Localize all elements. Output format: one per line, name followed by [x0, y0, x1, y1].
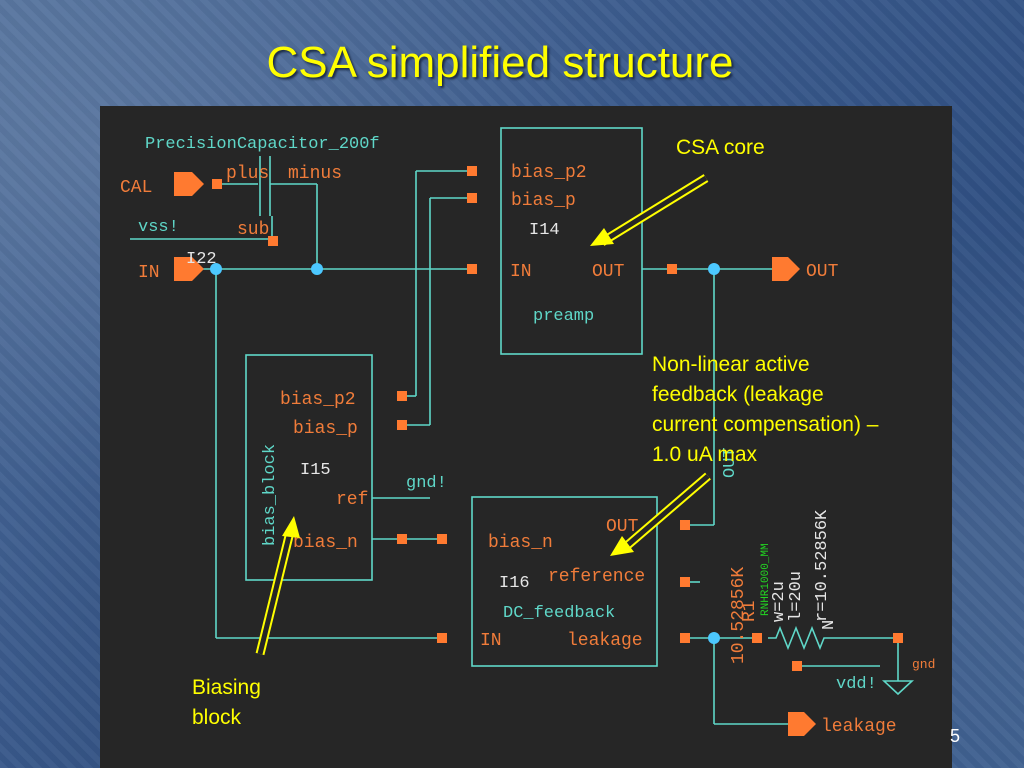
- out-net-label: OUT: [721, 447, 740, 478]
- in-pin-arrow: [174, 257, 204, 281]
- cal-pin-label: CAL: [120, 178, 152, 198]
- vdd-label: vdd!: [836, 675, 877, 694]
- leakage-pin-label: leakage: [821, 717, 897, 737]
- csa-schematic: .w { stroke:#5fd7c8; stroke-width:1.6; f…: [120, 127, 935, 737]
- bias-block: [245, 354, 373, 581]
- feedback-callout-line: current compensation) –: [652, 413, 879, 436]
- page-number: 5: [950, 726, 961, 746]
- bias-block-inst: I15: [300, 461, 331, 480]
- dcfb-name: DC_feedback: [503, 604, 615, 623]
- leakage-pin-arrow: [788, 712, 816, 736]
- dc-feedback-block: [471, 496, 658, 667]
- gnd-bang-label: gnd!: [406, 474, 447, 493]
- feedback-callout-line: 1.0 uA max: [652, 443, 758, 466]
- bias-block-bias-p: bias_p: [293, 419, 358, 439]
- resistor-r1-symbol: [768, 625, 840, 651]
- bias-block-bias-p2: bias_p2: [280, 390, 356, 410]
- cal-pin-arrow: [174, 172, 204, 196]
- preamp-inst: I14: [529, 221, 560, 240]
- preamp-block: [500, 127, 643, 355]
- cap-sub-label: sub: [237, 220, 269, 240]
- dcfb-leakage: leakage: [567, 631, 643, 651]
- preamp-in: IN: [510, 262, 532, 282]
- cap-minus-label: minus: [288, 164, 342, 184]
- vss-label: vss!: [138, 218, 179, 237]
- biasing-callout-line: Biasing: [192, 676, 261, 699]
- cap-inst-label: I22: [186, 250, 217, 269]
- wires: [130, 156, 915, 725]
- dcfb-out: OUT: [606, 517, 639, 537]
- out-pin-arrow: [772, 257, 800, 281]
- dcfb-bias-n: bias_n: [488, 533, 553, 553]
- bias-block-bias-n: bias_n: [293, 533, 358, 553]
- resistor-inst: R1: [740, 600, 760, 622]
- gnd-label: gnd: [912, 657, 935, 672]
- csa-core-arrow: [590, 174, 709, 246]
- dcfb-inst: I16: [499, 574, 530, 593]
- preamp-bias-p: bias_p: [511, 191, 576, 211]
- resistor-r: r=10.52856K: [813, 509, 832, 622]
- csa-core-callout: CSA core: [676, 136, 765, 159]
- resistor-model: RNHR1000_MM: [760, 543, 772, 616]
- biasing-callout: Biasing block: [192, 673, 261, 733]
- dcfb-reference: reference: [548, 567, 645, 587]
- feedback-callout-line: feedback (leakage: [652, 383, 824, 406]
- slide-title: CSA simplified structure: [266, 38, 734, 87]
- preamp-name: preamp: [533, 307, 594, 326]
- preamp-out: OUT: [592, 262, 625, 282]
- bias-block-name: bias_block: [261, 444, 280, 546]
- feedback-arrow: [610, 472, 711, 556]
- preamp-bias-p2: bias_p2: [511, 163, 587, 183]
- cap-plus-label: plus: [226, 164, 269, 184]
- resistor-value-left: 10.52856K: [729, 567, 749, 664]
- junction-dots: [210, 263, 720, 644]
- biasing-callout-line: block: [192, 706, 242, 729]
- pin-squares: [212, 166, 903, 671]
- precision-cap-label: PrecisionCapacitor_200f: [145, 135, 380, 154]
- resistor-n: N: [820, 620, 839, 630]
- resistor-l: l=20u: [787, 571, 806, 622]
- out-pin-label: OUT: [806, 262, 839, 282]
- feedback-callout: Non-linear active feedback (leakage curr…: [652, 350, 878, 470]
- resistor-w: w=2u: [770, 581, 789, 622]
- bias-block-ref: ref: [336, 490, 368, 510]
- schematic-panel: .w { stroke:#5fd7c8; stroke-width:1.6; f…: [100, 106, 952, 768]
- biasing-arrow: [255, 516, 300, 656]
- in-pin-label: IN: [138, 263, 160, 283]
- feedback-callout-line: Non-linear active: [652, 353, 810, 376]
- dcfb-in: IN: [480, 631, 502, 651]
